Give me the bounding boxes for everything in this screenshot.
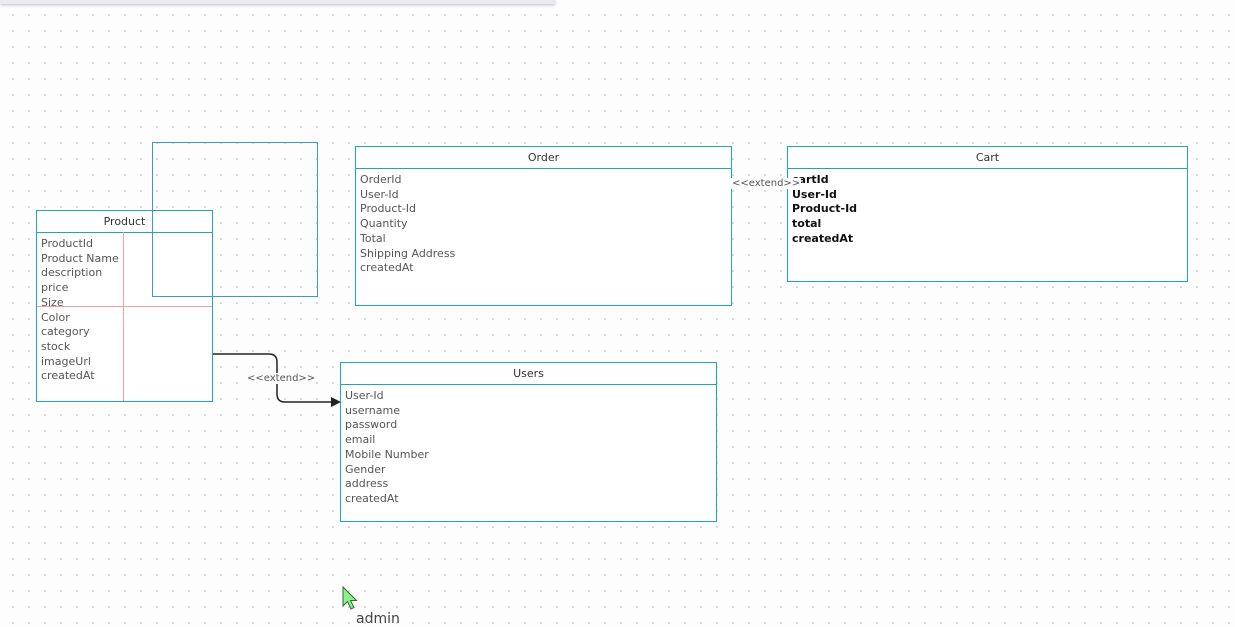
alignment-guide-horizontal — [37, 306, 212, 307]
product-field[interactable]: price — [41, 281, 69, 295]
product-table-header[interactable]: Product — [37, 211, 212, 233]
product-field[interactable]: Color — [41, 310, 70, 324]
cart-field[interactable]: cartId — [792, 173, 829, 186]
order-field[interactable]: OrderId — [360, 173, 402, 186]
order-table-header[interactable]: Order — [356, 147, 731, 169]
product-users-relation-label[interactable]: <<extend>> — [246, 373, 317, 384]
product-field[interactable]: Product Name — [41, 251, 119, 265]
mouse-pointer-icon — [342, 586, 358, 610]
order-table[interactable]: Order OrderId User-Id Product-Id Quantit… — [355, 146, 732, 306]
users-table-title: Users — [513, 367, 544, 380]
product-field[interactable]: description — [41, 266, 103, 280]
users-field[interactable]: createdAt — [345, 491, 399, 505]
cart-field[interactable]: total — [792, 217, 822, 231]
users-field[interactable]: password — [345, 418, 398, 432]
alignment-guide-vertical — [123, 232, 124, 401]
cart-table-header[interactable]: Cart — [788, 147, 1187, 169]
order-field[interactable]: Shipping Address — [360, 246, 456, 260]
product-field[interactable]: ProductId — [41, 237, 93, 250]
selection-rectangle[interactable] — [152, 142, 318, 297]
cart-table-title: Cart — [975, 151, 1000, 164]
product-field[interactable]: createdAt — [41, 369, 95, 383]
order-field-list: OrderId User-Id Product-Id Quantity Tota… — [356, 169, 731, 276]
users-table[interactable]: Users User-Id username password email Mo… — [340, 362, 717, 522]
users-field[interactable]: Gender — [345, 462, 386, 476]
users-field-list: User-Id username password email Mobile N… — [341, 385, 716, 507]
users-field[interactable]: address — [345, 477, 389, 491]
collaborator-cursor-label: admin — [356, 611, 400, 627]
users-table-header[interactable]: Users — [341, 363, 716, 385]
product-field-list: ProductId Product Name description price… — [37, 233, 212, 384]
top-toolbar-edge — [0, 0, 555, 4]
cart-field[interactable]: User-Id — [792, 187, 837, 201]
product-table-title: Product — [103, 215, 146, 228]
users-field[interactable]: Mobile Number — [345, 447, 429, 461]
order-field[interactable]: Total — [360, 231, 386, 245]
users-field[interactable]: email — [345, 433, 376, 447]
product-field[interactable]: stock — [41, 339, 71, 353]
cart-field-list: cartId User-Id Product-Id total createdA… — [788, 169, 1187, 247]
product-field[interactable]: category — [41, 325, 90, 339]
order-field[interactable]: createdAt — [360, 261, 414, 275]
users-field[interactable]: User-Id — [345, 389, 384, 402]
cart-field[interactable]: createdAt — [792, 231, 854, 245]
users-field[interactable]: username — [345, 403, 400, 417]
order-cart-relation-label[interactable]: <<extend>> — [731, 178, 802, 189]
product-field[interactable]: imageUrl — [41, 354, 91, 368]
cart-field[interactable]: Product-Id — [792, 202, 858, 216]
order-table-title: Order — [527, 151, 560, 164]
order-field[interactable]: Quantity — [360, 217, 408, 231]
order-field[interactable]: User-Id — [360, 187, 399, 201]
cart-table[interactable]: Cart cartId User-Id Product-Id total cre… — [787, 146, 1188, 282]
product-field[interactable]: Size — [41, 295, 64, 309]
order-field[interactable]: Product-Id — [360, 202, 416, 216]
